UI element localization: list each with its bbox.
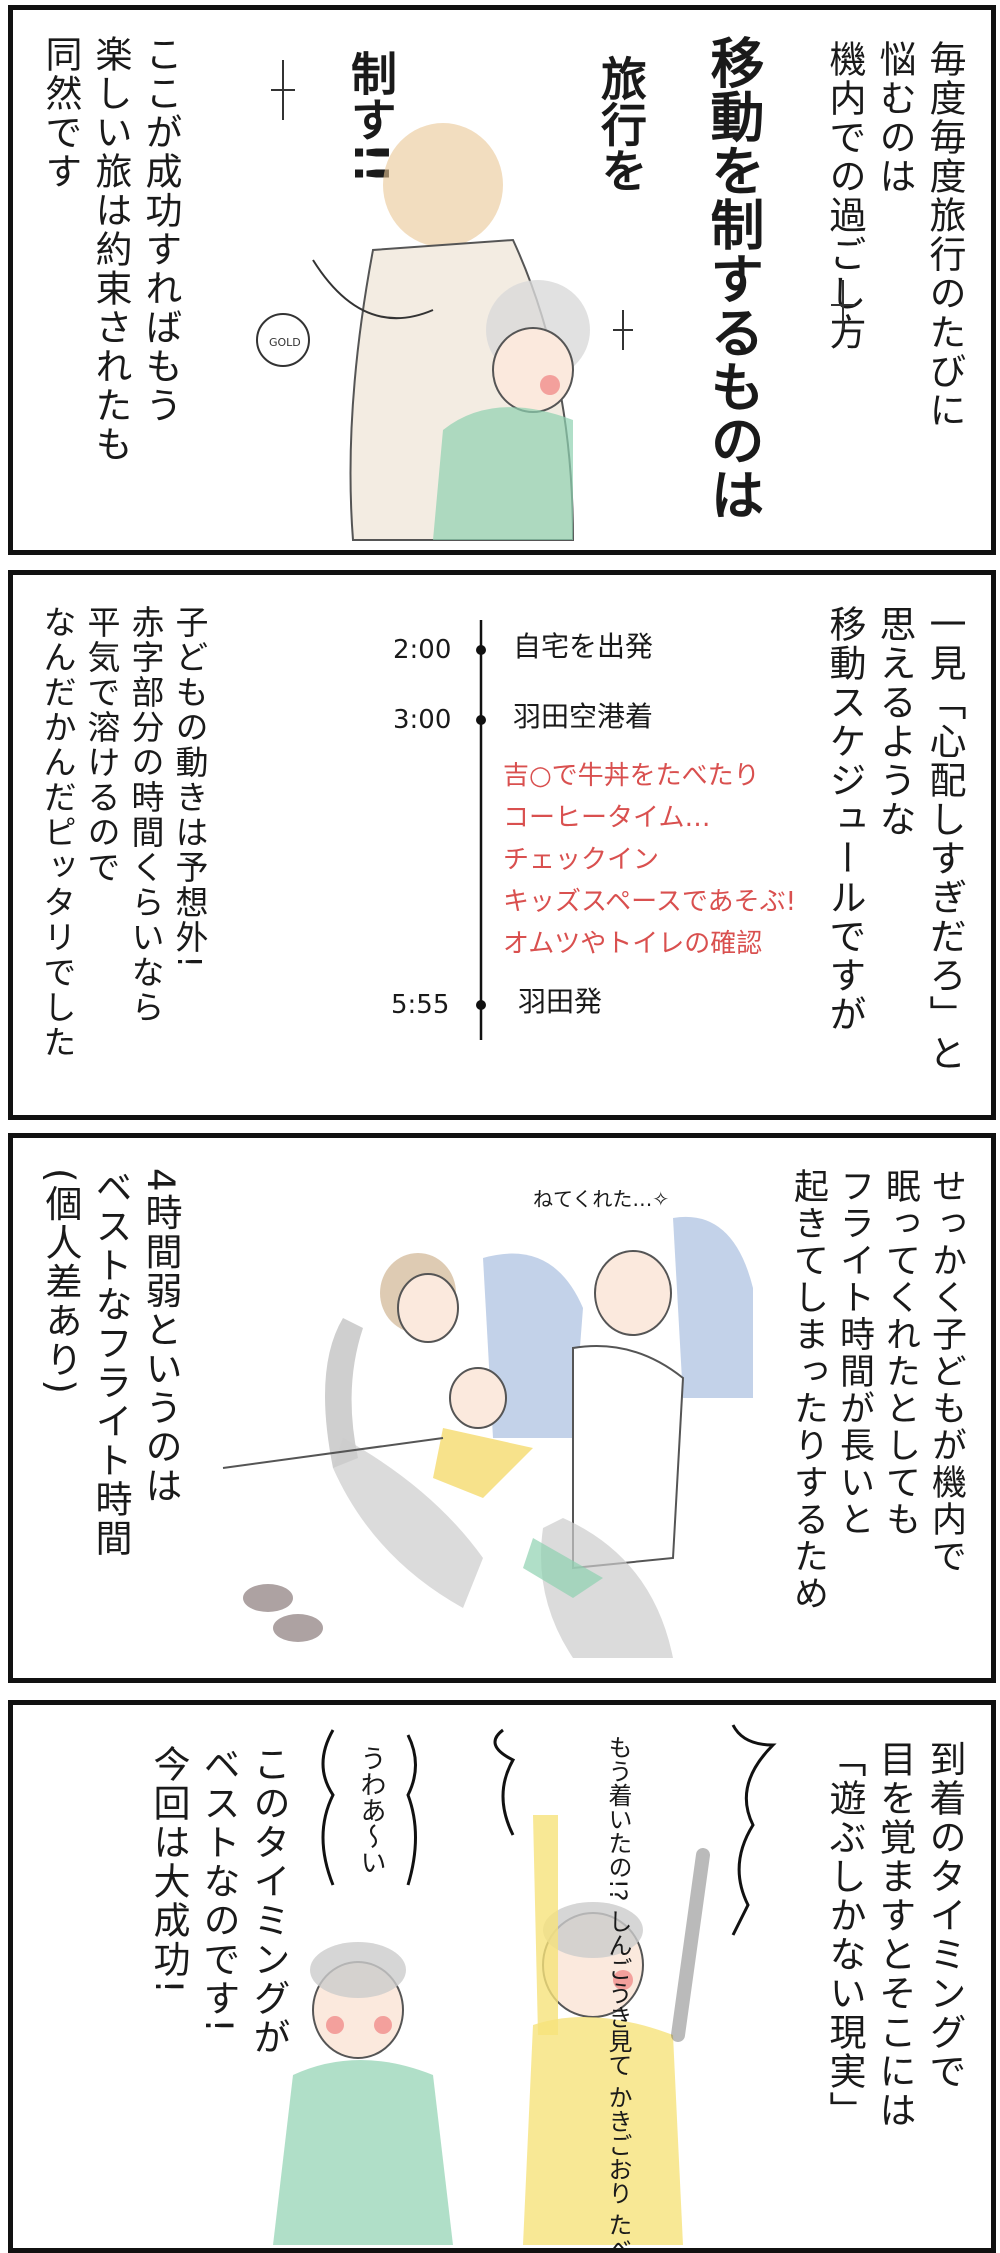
narration-line: 子どもの動きは予想外!	[170, 605, 209, 971]
narration-line: 思えるような	[873, 605, 916, 839]
narration-line: ここが成功すればもう	[139, 35, 182, 425]
speech-line: もう着いたの!?	[604, 1735, 632, 1902]
schedule-red-item: チェックイン	[503, 845, 660, 875]
narration-line: 同然です	[39, 35, 82, 191]
narration-line: 眠ってくれたとしても	[880, 1168, 920, 1538]
drawn-slogan-1: 移動を制するものは	[701, 35, 764, 521]
narration-line: (個人差あり)	[39, 1168, 82, 1396]
schedule-time: 2:00	[393, 635, 452, 665]
speech-bubble-child-2: うわあ〜い	[356, 1745, 386, 1875]
narration-line: 赤字部分の時間くらいなら	[126, 605, 165, 1025]
speech-bubble-outlines	[273, 1724, 777, 2245]
narration-left: 子どもの動きは予想外! 赤字部分の時間くらいなら 平気で溶けるので なんだかんだ…	[35, 605, 211, 1060]
narration-line: 4時間弱というのは	[139, 1168, 182, 1506]
schedule-red-item: キッズスペースであそぶ!	[503, 887, 797, 917]
narration-line: 到着のタイミングで	[923, 1740, 966, 2091]
narration-right: 毎度毎度旅行のたびに 悩むのは 機内での過ごし方	[819, 40, 969, 430]
narration-left: 4時間弱というのは ベストなフライト時間 (個人差あり)	[35, 1168, 185, 1558]
illustration-parent-child-medal: GOLD	[256, 60, 855, 541]
timeline-line	[476, 620, 486, 1040]
schedule-red-item: コーヒータイム…	[503, 803, 711, 833]
narration-right: 一見「心配しすぎだろ」と 思えるような 移動スケジュールですが	[819, 605, 969, 1073]
narration-line: 移動スケジュールですが	[823, 605, 866, 1034]
narration-line: 楽しい旅は約束されたも	[89, 35, 132, 464]
illustration-airplane-seats	[222, 1216, 753, 1658]
speech-bubble-child-1: もう着いたの!? しんごうき見て かきごおり たべよっ!	[603, 1735, 633, 2248]
narration-line: 「遊ぶしかない現実」	[823, 1740, 866, 2130]
narration-line: 目を覚ますとそこには	[873, 1740, 916, 2130]
comic-panel-2: 一見「心配しすぎだろ」と 思えるような 移動スケジュールですが 子どもの動きは予…	[8, 570, 996, 1120]
drawn-slogan-2: 旅行を	[594, 55, 648, 193]
schedule-event: 羽田空港着	[513, 700, 654, 733]
narration-right: 到着のタイミングで 目を覚ますとそこには 「遊ぶしかない現実」	[819, 1740, 969, 2130]
narration-line: ベストなフライト時間	[89, 1168, 132, 1558]
schedule-red-list: 吉○で牛丼をたべたり コーヒータイム… チェックイン キッズスペースであそぶ! …	[503, 755, 796, 965]
narration-right: せっかく子どもが機内で 眠ってくれたとしても フライト時間が長いと 起きてしまっ…	[785, 1168, 969, 1612]
speech-line: しんごうき見て	[604, 1909, 632, 2077]
comic-panel-4: 到着のタイミングで 目を覚ますとそこには 「遊ぶしかない現実」 このタイミングが…	[8, 1700, 996, 2253]
narration-line: せっかく子どもが機内で	[926, 1168, 966, 1575]
schedule-red-item: オムツやトイレの確認	[503, 929, 763, 959]
narration-left: このタイミングが ベストなのです! 今回は大成功!	[143, 1745, 293, 2057]
narration-line: 悩むのは	[873, 40, 916, 196]
narration-line: 平気で溶けるので	[82, 605, 121, 885]
medal-label: GOLD	[269, 336, 301, 349]
schedule-time: 5:55	[391, 990, 450, 1020]
narration-left: ここが成功すればもう 楽しい旅は約束されたも 同然です	[35, 35, 185, 464]
narration-line: フライト時間が長いと	[834, 1168, 874, 1538]
schedule-time: 3:00	[393, 705, 452, 735]
speech-bubble-sleeping: ねてくれた…✧	[533, 1187, 670, 1211]
schedule-event: 羽田発	[518, 985, 603, 1018]
narration-line: 今回は大成功!	[147, 1745, 190, 1996]
narration-line: 一見「心配しすぎだろ」と	[923, 605, 966, 1073]
narration-line: 機内での過ごし方	[823, 40, 866, 352]
narration-line: 起きてしまったりするため	[788, 1168, 828, 1612]
narration-line: 毎度毎度旅行のたびに	[923, 40, 966, 430]
comic-panel-3: せっかく子どもが機内で 眠ってくれたとしても フライト時間が長いと 起きてしまっ…	[8, 1133, 996, 1683]
schedule-event: 自宅を出発	[513, 630, 654, 663]
schedule-red-item: 吉○で牛丼をたべたり	[503, 761, 760, 791]
narration-line: ベストなのです!	[197, 1745, 240, 2035]
speech-line: たべよっ!	[604, 2212, 632, 2248]
narration-line: このタイミングが	[247, 1745, 290, 2057]
speech-line: かきごおり	[604, 2084, 632, 2205]
narration-line: なんだかんだピッタリでした	[38, 605, 77, 1060]
comic-panel-1: 毎度毎度旅行のたびに 悩むのは 機内での過ごし方 ここが成功すればもう 楽しい旅…	[8, 5, 996, 555]
